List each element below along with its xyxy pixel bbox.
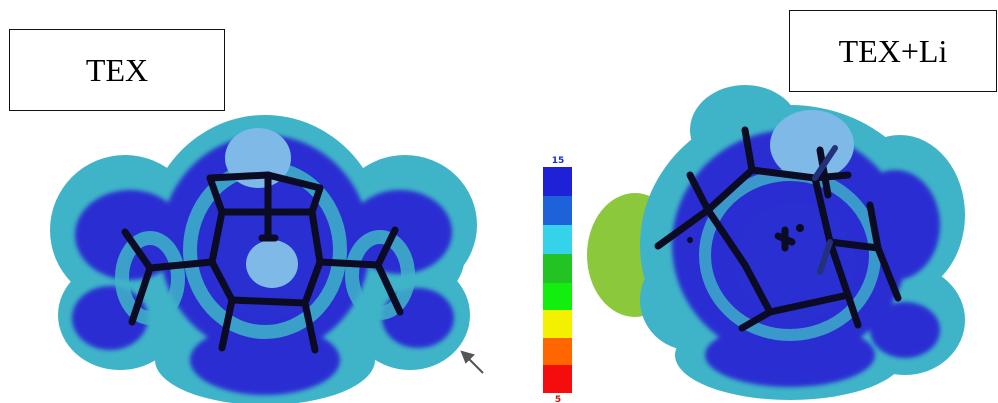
tex-label: TEX <box>85 51 149 88</box>
tex-molecule-surface <box>50 115 484 403</box>
tex-li-dome <box>770 110 854 180</box>
tex-bonds <box>121 171 404 354</box>
tex-li-bonds <box>654 126 902 332</box>
tex-cyan-contours <box>115 161 415 339</box>
arrow-pointer-icon <box>460 350 484 374</box>
color-band-4 <box>543 254 572 283</box>
color-band-1 <box>543 167 572 196</box>
color-band-8 <box>543 365 572 393</box>
tex-li-atom-dot <box>687 237 693 243</box>
tex-li-bonds-blue <box>812 145 838 275</box>
color-scale-min-label: 5 <box>555 395 561 403</box>
tex-li-label: TEX+Li <box>838 32 948 69</box>
tex-li-label-box: TEX+Li <box>789 10 997 92</box>
tex-li-atom-dot <box>796 224 804 232</box>
tex-label-box: TEX <box>9 29 225 111</box>
color-band-3 <box>543 225 572 254</box>
color-band-6 <box>543 310 572 338</box>
color-band-7 <box>543 338 572 365</box>
tex-li-molecule-surface <box>587 85 965 400</box>
color-scale-legend: 15 5 <box>543 156 572 403</box>
color-scale-max-label: 15 <box>552 156 565 166</box>
color-band-5 <box>543 283 572 310</box>
color-band-2 <box>543 196 572 225</box>
